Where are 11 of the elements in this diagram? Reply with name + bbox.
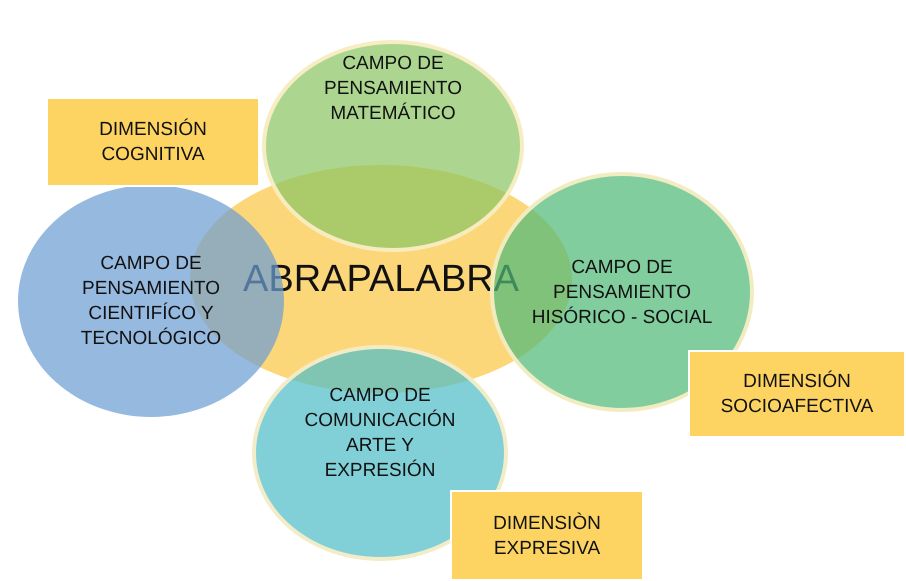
center-title: ABRAPALABRA	[243, 256, 520, 302]
field-label: CAMPO DE PENSAMIENTO HISÓRICO - SOCIAL	[530, 256, 714, 330]
field-label: CAMPO DE COMUNICACIÓN ARTE Y EXPRESIÓN	[304, 384, 456, 483]
field-label: CAMPO DE PENSAMIENTO CIENTIFÍCO Y TECNOLÓGICO	[80, 252, 222, 351]
dimension-box	[450, 490, 644, 581]
dimension-label: DIMENSIÒN EXPRESIVA	[492, 512, 602, 560]
dimension-label: DIMENSIÓN SOCIOAFECTIVA	[720, 370, 874, 419]
dimension-label: DIMENSIÓN COGNITIVA	[98, 118, 208, 167]
dimension-box	[46, 97, 260, 187]
field-label: CAMPO DE PENSAMIENTO MATEMÁTICO	[323, 52, 463, 126]
dimension-box	[688, 350, 906, 438]
